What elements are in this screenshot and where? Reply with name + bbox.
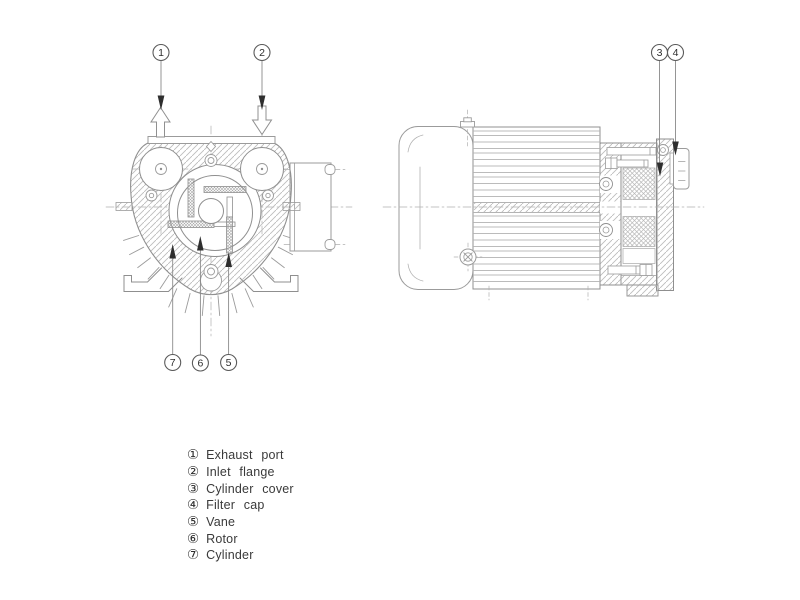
callout-number: 7: [170, 357, 176, 369]
legend-item-number: ⑥: [187, 530, 200, 546]
legend-item: ⑥ Rotor: [187, 530, 294, 547]
mounting-foot-left: [123, 267, 183, 292]
legend-item: ⑤ Vane: [187, 514, 294, 531]
pump-rear-flange: [599, 142, 622, 286]
bolt-bottom-shaft: [607, 265, 641, 275]
callout-number: 3: [657, 47, 663, 59]
cooling-fins: [123, 235, 299, 317]
legend-item-number: ④: [187, 497, 200, 513]
callout-number: 2: [259, 47, 265, 59]
callout-number: 4: [673, 47, 679, 59]
side-lug-right: [282, 202, 301, 211]
vane-right: [226, 216, 233, 254]
top-seam-bolt: [460, 109, 475, 147]
legend-item: ① Exhaust port: [187, 447, 294, 464]
callouts: 1 2 3 4 5 6: [152, 43, 685, 372]
housing-fasteners: [145, 140, 274, 292]
callout-6-rotor: 6: [191, 236, 209, 372]
bottom-reference-ticks: [488, 285, 589, 301]
mounting-foot-right: [239, 267, 299, 292]
vane-slot-right: [226, 196, 233, 218]
parts-legend: ① Exhaust port ② Inlet flange ③ Cylinder…: [187, 447, 294, 564]
legend-item: ② Inlet flange: [187, 464, 294, 481]
legend-item-label: Rotor: [206, 531, 238, 546]
legend-item-label: Vane: [206, 515, 236, 530]
callout-5-vane: 5: [220, 252, 238, 372]
vane-upper-left: [187, 178, 195, 218]
vane-slot-extension: [213, 221, 236, 227]
cylinder-cover-plate: [626, 138, 674, 297]
legend-item-number: ⑤: [187, 514, 200, 530]
side-lug-left: [115, 202, 133, 211]
legend-item-number: ⑦: [187, 547, 200, 563]
filter-cap: [669, 148, 690, 190]
callout-7-cylinder: 7: [164, 244, 182, 372]
callout-3-cylinder-cover: 3: [650, 43, 669, 177]
callout-number: 5: [226, 357, 232, 369]
callout-1-exhaust-port: 1: [152, 43, 170, 110]
bolt-top-short-shaft: [616, 159, 649, 168]
legend-item-number: ①: [187, 447, 200, 463]
inlet-port-chamber: [240, 147, 284, 191]
top-key-diamond: [205, 140, 217, 153]
callout-2-inlet-flange: 2: [253, 43, 271, 110]
legend-item-number: ②: [187, 464, 200, 480]
legend-item: ⑦ Cylinder: [187, 547, 294, 564]
inlet-flow-arrow: [251, 105, 273, 136]
callout-number: 1: [158, 47, 164, 59]
assembly-bolts: [605, 147, 657, 276]
bolt-top-long: [606, 147, 657, 156]
pump-cylinder-block: [620, 142, 658, 286]
callout-number: 6: [197, 358, 203, 370]
exhaust-port-chamber: [139, 147, 183, 191]
vane-top: [203, 186, 247, 193]
exhaust-flow-arrow: [150, 106, 171, 138]
motor-end-cap: [398, 126, 474, 290]
side-section-view: [382, 109, 705, 301]
legend-item-label: Exhaust port: [206, 448, 284, 463]
legend-item-label: Cylinder: [206, 548, 254, 563]
legend-item-label: Filter cap: [206, 498, 265, 513]
vanes: [167, 178, 247, 254]
callout-4-filter-cap: 4: [666, 43, 685, 156]
phillips-screw: [453, 242, 483, 272]
legend-item-label: Cylinder cover: [206, 481, 294, 496]
legend-item-number: ③: [187, 480, 200, 496]
legend-item: ④ Filter cap: [187, 497, 294, 514]
legend-item-label: Inlet flange: [206, 465, 275, 480]
rotor-shaft: [198, 198, 224, 224]
legend-item: ③ Cylinder cover: [187, 480, 294, 497]
